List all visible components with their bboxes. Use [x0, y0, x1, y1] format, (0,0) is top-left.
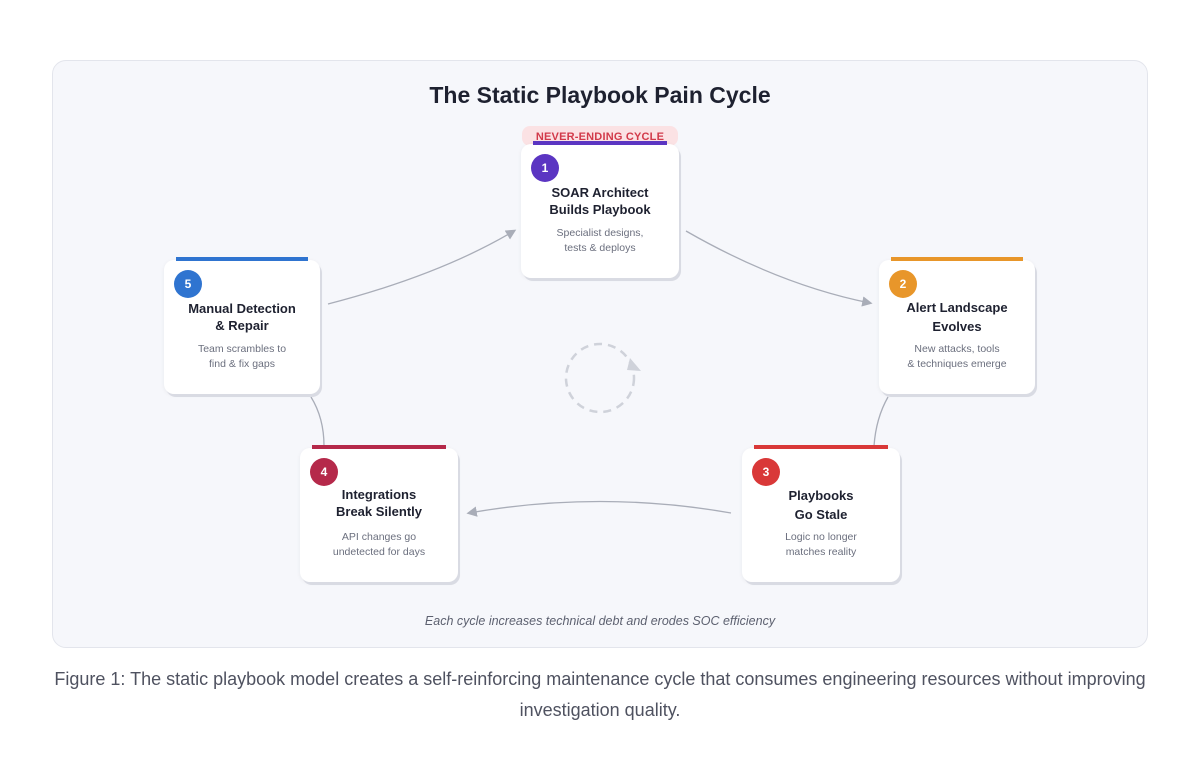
- step-card-4: 4 Integrations Break Silently API change…: [300, 445, 458, 582]
- step-accent-bar: [891, 257, 1023, 261]
- step-accent-bar: [533, 141, 667, 145]
- arrow-5-to-1: [327, 229, 517, 305]
- cycle-icon: [564, 342, 641, 414]
- arrow-3-to-4: [466, 500, 732, 517]
- step-card-1: 1 SOAR Architect Builds Playbook Special…: [521, 141, 679, 278]
- arrow-4-to-5: [310, 396, 325, 447]
- step-card-5: 5 Manual Detection & Repair Team scrambl…: [164, 257, 320, 394]
- step-description: Team scrambles to find & fix gaps: [197, 343, 287, 370]
- figure-title: The Static Playbook Pain Cycle: [429, 82, 771, 108]
- figure-caption: Figure 1: The static playbook model crea…: [54, 669, 1146, 720]
- step-description: API changes go undetected for days: [332, 531, 426, 558]
- step-number-badge: 1: [531, 154, 559, 182]
- step-description: Specialist designs, tests & deploys: [556, 227, 644, 254]
- step-number-badge: 4: [310, 458, 338, 486]
- step-title: Manual Detection & Repair: [188, 301, 296, 333]
- step-title: Playbooks Go Stale: [788, 488, 854, 522]
- figure-footnote: Each cycle increases technical debt and …: [424, 614, 776, 628]
- step-number-badge: 5: [174, 270, 202, 298]
- step-description: Logic no longer matches reality: [785, 531, 857, 558]
- step-card-2: 2 Alert Landscape Evolves New attacks, t…: [879, 257, 1035, 394]
- step-card-3: 3 Playbooks Go Stale Logic no longer mat…: [742, 445, 900, 582]
- step-accent-bar: [754, 445, 888, 449]
- step-accent-bar: [176, 257, 308, 261]
- arrow-1-to-2: [685, 230, 873, 307]
- step-number-badge: 3: [752, 458, 780, 486]
- step-title: SOAR Architect Builds Playbook: [549, 185, 651, 217]
- step-title: Integrations Break Silently: [336, 487, 422, 519]
- arrow-2-to-3: [873, 396, 889, 447]
- step-title: Alert Landscape Evolves: [906, 300, 1008, 334]
- step-description: New attacks, tools & techniques emerge: [907, 343, 1007, 370]
- step-accent-bar: [312, 445, 446, 449]
- step-number-badge: 2: [889, 270, 917, 298]
